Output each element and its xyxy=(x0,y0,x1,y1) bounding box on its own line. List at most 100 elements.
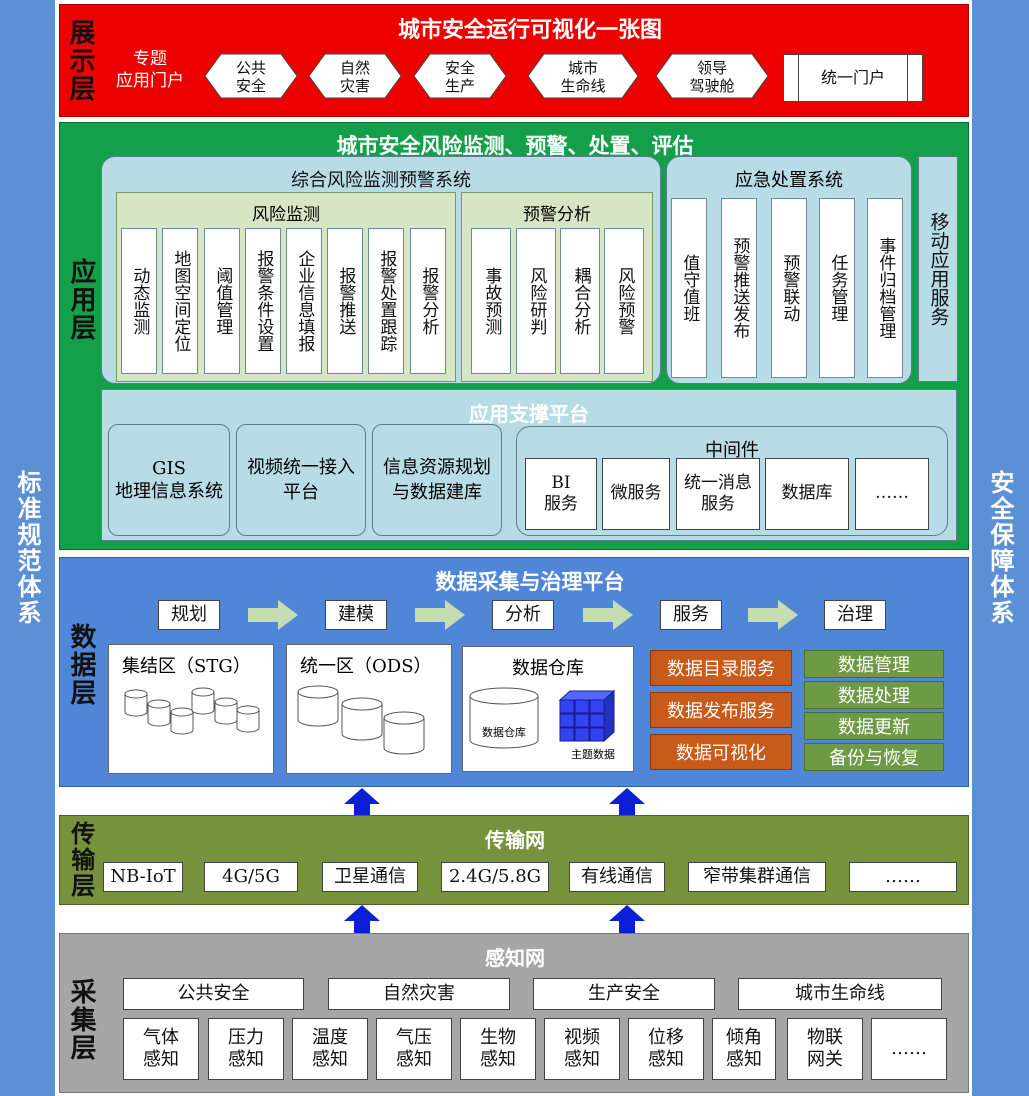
app-layer-title: 城市安全风险监测、预警、处置、评估 xyxy=(336,134,694,158)
monitor-item-label: 报警条件设置 xyxy=(253,250,274,352)
data-processing[interactable]: 数据处理 xyxy=(804,681,944,709)
portal-item-public-safety[interactable]: 公共安全 xyxy=(235,59,266,95)
hexagon-public-safety[interactable] xyxy=(204,53,298,99)
ods-area-title: 统一区（ODS） xyxy=(300,656,432,677)
monitor-item[interactable]: 地图空间定位 xyxy=(162,228,198,374)
sensor-item[interactable]: …… xyxy=(871,1018,947,1080)
sensor-item[interactable]: 气体感知 xyxy=(123,1018,199,1080)
hexagon-city-lifeline[interactable] xyxy=(527,53,639,99)
app-layer-label: 应用层 xyxy=(65,258,96,342)
data-publish-service[interactable]: 数据发布服务 xyxy=(650,692,792,728)
middleware-database[interactable]: 数据库 xyxy=(765,458,849,530)
data-update[interactable]: 数据更新 xyxy=(804,712,944,740)
middleware-more[interactable]: …… xyxy=(855,458,929,530)
transport-item: NB-IoT xyxy=(103,862,183,892)
right-arrow-icon xyxy=(248,600,298,630)
sensor-item[interactable]: 温度感知 xyxy=(292,1018,368,1080)
sensor-label-line2: 感知 xyxy=(648,1049,684,1070)
data-visualization-service[interactable]: 数据可视化 xyxy=(650,734,792,770)
info-resource-planning[interactable]: 信息资源规划与数据建库 xyxy=(372,424,502,536)
video-access-platform[interactable]: 视频统一接入平台 xyxy=(236,424,366,536)
middleware-microservice[interactable]: 微服务 xyxy=(602,458,670,530)
warning-item[interactable]: 风险预警 xyxy=(604,228,644,374)
risk-system-title: 综合风险监测预警系统 xyxy=(291,170,471,191)
unified-portal-label: 统一门户 xyxy=(820,68,885,87)
portal-item-production-safety[interactable]: 安全生产 xyxy=(444,59,475,95)
warning-item[interactable]: 风险研判 xyxy=(516,228,556,374)
sensor-label-line1: 气体 xyxy=(143,1026,179,1048)
up-arrow-icon xyxy=(609,788,645,816)
transport-item: 窄带集群通信 xyxy=(688,862,826,892)
sensor-item[interactable]: 位移感知 xyxy=(628,1018,704,1080)
sensor-label-line1: 视频 xyxy=(564,1026,600,1048)
hexagon-production-safety[interactable] xyxy=(413,53,507,99)
data-management[interactable]: 数据管理 xyxy=(804,650,944,678)
emergency-item[interactable]: 预警联动 xyxy=(771,198,807,378)
sensor-label-line1: 生物 xyxy=(480,1026,516,1048)
monitor-item[interactable]: 报警分析 xyxy=(410,228,446,374)
portal-item-leader-cockpit[interactable]: 领导驾驶舱 xyxy=(689,59,735,95)
portal-item-city-lifeline[interactable]: 城市生命线 xyxy=(560,59,606,95)
monitor-item-label: 地图空间定位 xyxy=(170,250,191,352)
unified-portal-button[interactable]: 统一门户 xyxy=(783,54,923,102)
data-catalog-service[interactable]: 数据目录服务 xyxy=(650,650,792,686)
sensor-item[interactable]: 生物感知 xyxy=(460,1018,536,1080)
sensor-item[interactable]: 气压感知 xyxy=(376,1018,452,1080)
sensor-label-line2: 感知 xyxy=(564,1049,600,1070)
display-layer-label: 展示层 xyxy=(64,18,95,103)
transport-item: 4G/5G xyxy=(204,862,298,892)
up-arrow-icon xyxy=(344,788,380,816)
mobile-app-service[interactable]: 移动应用服务 xyxy=(918,156,958,382)
monitor-item[interactable]: 报警推送 xyxy=(327,228,363,374)
sensing-category: 生产安全 xyxy=(533,978,715,1010)
sensor-item[interactable]: 视频感知 xyxy=(544,1018,620,1080)
up-arrow-icon xyxy=(609,905,645,933)
emergency-item[interactable]: 任务管理 xyxy=(819,198,855,378)
step-service: 服务 xyxy=(660,600,722,630)
sensor-label-line2: 网关 xyxy=(807,1049,843,1070)
transport-layer-label: 传输层 xyxy=(66,821,95,899)
up-arrows-data xyxy=(344,788,645,816)
backup-restore[interactable]: 备份与恢复 xyxy=(804,743,944,771)
sensing-category: 城市生命线 xyxy=(738,978,942,1010)
portal-item-natural-disaster[interactable]: 自然灾害 xyxy=(339,59,370,95)
sensor-label-line1: 位移 xyxy=(648,1026,684,1048)
emergency-item[interactable]: 值守值班 xyxy=(671,198,707,378)
monitor-item[interactable]: 报警处置跟踪 xyxy=(368,228,404,374)
sensor-label-line2: 感知 xyxy=(726,1049,762,1070)
transport-item: …… xyxy=(849,862,957,892)
monitor-item[interactable]: 动态监测 xyxy=(121,228,157,374)
hexagon-leader-cockpit[interactable] xyxy=(655,53,769,99)
data-layer-title: 数据采集与治理平台 xyxy=(435,570,625,594)
emergency-item[interactable]: 预警推送发布 xyxy=(721,198,757,378)
transport-item: 卫星通信 xyxy=(322,862,418,892)
warning-item[interactable]: 事故预测 xyxy=(471,228,511,374)
middleware-message-service[interactable]: 统一消息服务 xyxy=(676,458,760,530)
up-arrow-icon xyxy=(344,905,380,933)
transport-item: 有线通信 xyxy=(569,862,665,892)
staging-area-title: 集结区（STG） xyxy=(122,656,251,677)
warehouse-db-label: 数据仓库 xyxy=(482,726,526,739)
emergency-system-title: 应急处置系统 xyxy=(735,170,843,191)
theme-data-label: 主题数据 xyxy=(571,748,615,761)
emergency-item-label: 事件归档管理 xyxy=(875,237,896,339)
step-analysis: 分析 xyxy=(492,600,554,630)
sensing-category: 公共安全 xyxy=(123,978,304,1010)
sensor-item[interactable]: 压力感知 xyxy=(208,1018,284,1080)
hexagon-natural-disaster[interactable] xyxy=(308,53,402,99)
monitor-item-label: 报警分析 xyxy=(418,267,439,335)
sensing-category: 自然灾害 xyxy=(328,978,510,1010)
monitor-item[interactable]: 报警条件设置 xyxy=(245,228,281,374)
sensor-item[interactable]: 倾角感知 xyxy=(712,1018,776,1080)
ods-cylinders xyxy=(297,685,425,755)
monitor-item[interactable]: 企业信息填报 xyxy=(286,228,322,374)
emergency-item[interactable]: 事件归档管理 xyxy=(867,198,903,378)
sensor-item[interactable]: 物联网关 xyxy=(787,1018,863,1080)
warning-item-label: 耦合分析 xyxy=(570,267,591,335)
sensor-label-line1: 压力 xyxy=(228,1026,264,1048)
monitor-item[interactable]: 阈值管理 xyxy=(204,228,240,374)
collect-layer-title: 感知网 xyxy=(485,946,545,970)
warning-item[interactable]: 耦合分析 xyxy=(560,228,600,374)
